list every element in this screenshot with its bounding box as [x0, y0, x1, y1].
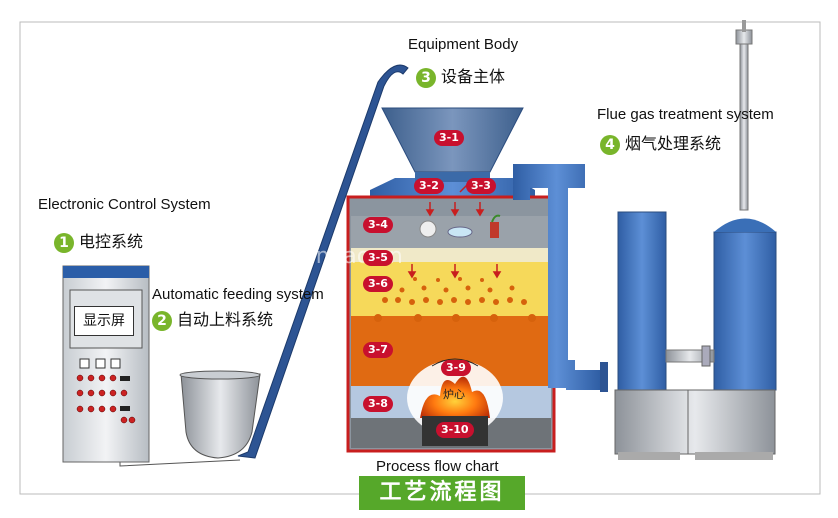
process-flow-label: Process flow chart [376, 458, 499, 475]
badge-3-5: 3-5 [363, 250, 393, 266]
control-system-zh-label: 1 电控系统 [54, 228, 143, 253]
equipment-body-zh-text: 设备主体 [441, 67, 506, 86]
layer-white [351, 248, 551, 262]
hearth-label: 炉心 [443, 388, 465, 401]
badge-3-10: 3-10 [436, 422, 474, 438]
flue-gas-zh-text: 烟气处理系统 [625, 134, 722, 153]
badge-3-3: 3-3 [466, 178, 496, 194]
control-system-zh-text: 电控系统 [79, 232, 144, 251]
fire [420, 376, 490, 418]
flue-gas-label: Flue gas treatment system [597, 106, 774, 123]
equipment-body-label: Equipment Body [408, 36, 519, 53]
chimney [739, 41, 749, 211]
badge-3-7: 3-7 [363, 342, 393, 358]
badge-3-1: 3-1 [434, 130, 464, 146]
step-number-2: 2 [152, 310, 172, 331]
control-cabinet [62, 265, 150, 463]
step-number-1: 1 [54, 232, 74, 253]
equipment-body-zh-label: 3 设备主体 [416, 63, 505, 88]
feeding-system-label: Automatic feeding system [152, 286, 324, 303]
badge-3-2: 3-2 [414, 178, 444, 194]
control-system-label: Electronic Control System [38, 196, 211, 213]
inclined-conveyor [237, 64, 409, 459]
process-flow-title: 工艺流程图 [359, 476, 525, 510]
garbage-items [419, 214, 501, 238]
display-screen: 显示屏 [74, 306, 134, 336]
badge-3-8: 3-8 [363, 396, 393, 412]
badge-3-4: 3-4 [363, 217, 393, 233]
step-number-4: 4 [600, 134, 620, 155]
badge-3-6: 3-6 [363, 276, 393, 292]
flue-gas-towers [614, 20, 777, 460]
feeding-system-zh-label: 2 自动上料系统 [152, 306, 273, 331]
badge-3-9: 3-9 [441, 360, 471, 376]
feeding-system-zh-text: 自动上料系统 [177, 310, 274, 329]
flue-duct [513, 164, 608, 392]
feeding-hopper [179, 370, 261, 459]
flue-gas-zh-label: 4 烟气处理系统 [600, 130, 721, 155]
step-number-3: 3 [416, 67, 436, 88]
